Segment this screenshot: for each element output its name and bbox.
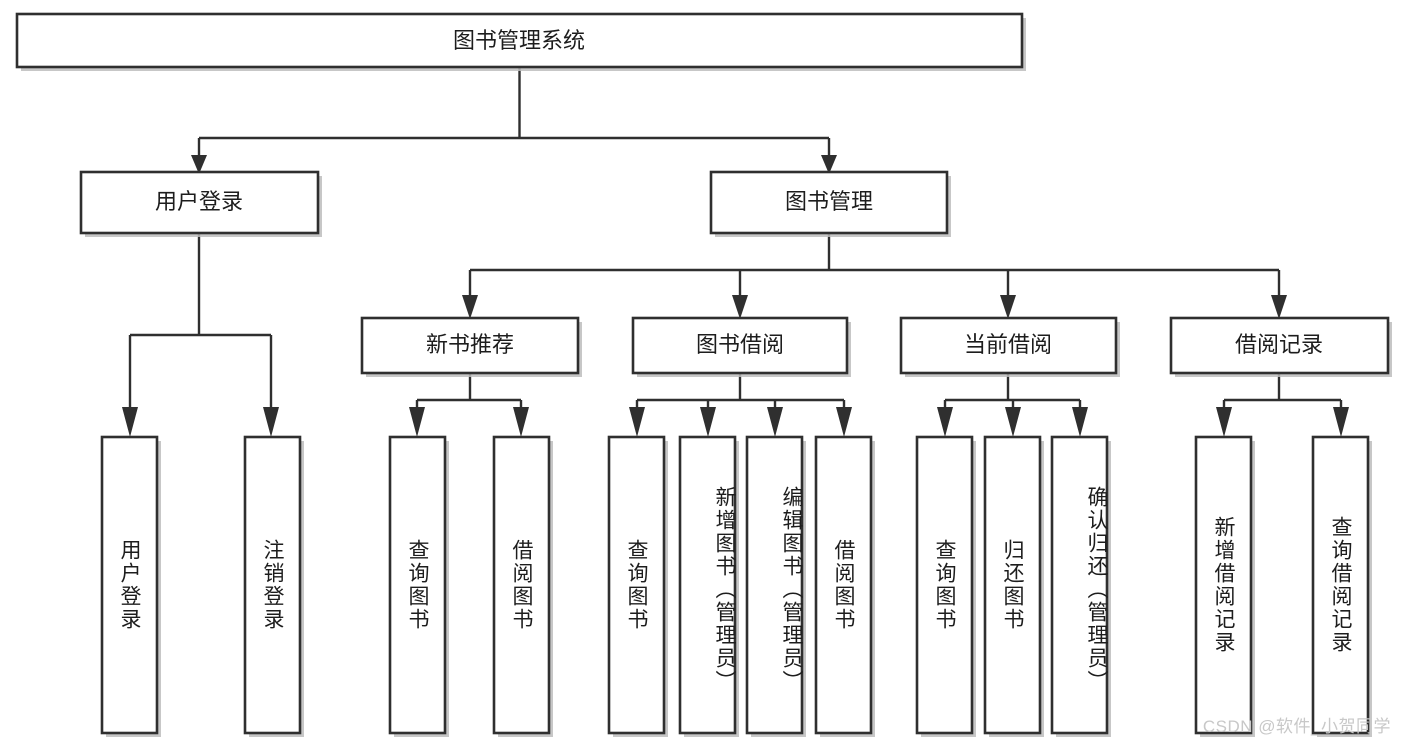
arrow-book-manage bbox=[821, 155, 837, 174]
node-root-box[interactable] bbox=[15, 12, 1024, 69]
node-borrow-record[interactable]: 借阅记录 bbox=[1169, 316, 1392, 377]
arrow-user-login bbox=[191, 155, 207, 174]
arrow-leaf-logout bbox=[263, 407, 279, 437]
edges-root-to-level2 bbox=[191, 67, 837, 174]
edges-book-borrow-to-leaves bbox=[629, 373, 852, 437]
node-new-book-rec[interactable]: 新书推荐 bbox=[360, 316, 582, 377]
node-borrow-record-label: 借阅记录 bbox=[1235, 332, 1323, 357]
leaf-add-record-box[interactable] bbox=[1194, 435, 1253, 735]
arrow-leaf-return-book bbox=[1005, 407, 1021, 437]
arrow-leaf-query-book-1 bbox=[409, 407, 425, 437]
arrow-book-borrow bbox=[732, 295, 748, 319]
edges-borrow-record-to-leaves bbox=[1216, 373, 1349, 437]
node-book-manage-box[interactable] bbox=[709, 170, 949, 235]
node-book-borrow[interactable]: 图书借阅 bbox=[631, 316, 851, 377]
node-current-borrow-box[interactable] bbox=[899, 316, 1118, 375]
leaf-add-book-box[interactable] bbox=[678, 435, 737, 735]
edges-user-login-to-leaves bbox=[122, 233, 279, 437]
node-user-login-label: 用户登录 bbox=[155, 189, 243, 214]
arrow-leaf-query-book-3 bbox=[937, 407, 953, 437]
leaf-confirm-return-box[interactable] bbox=[1050, 435, 1109, 735]
node-book-manage[interactable]: 图书管理 bbox=[709, 170, 951, 237]
node-root[interactable]: 图书管理系统 bbox=[15, 12, 1026, 71]
leaf-query-book-2-box[interactable] bbox=[607, 435, 666, 735]
leaf-query-book-3-box[interactable] bbox=[915, 435, 974, 735]
arrow-borrow-record bbox=[1271, 295, 1287, 319]
edges-new-book-rec-to-leaves bbox=[409, 373, 529, 437]
csdn-watermark: CSDN @软件_小贺同学 bbox=[1202, 717, 1391, 736]
leaf-return-book-box[interactable] bbox=[983, 435, 1042, 735]
arrow-leaf-edit-book bbox=[767, 407, 783, 437]
arrow-leaf-add-record bbox=[1216, 407, 1232, 437]
arrow-leaf-query-record bbox=[1333, 407, 1349, 437]
node-borrow-record-box[interactable] bbox=[1169, 316, 1390, 375]
arrow-leaf-confirm-return bbox=[1072, 407, 1088, 437]
arrow-leaf-query-book-2 bbox=[629, 407, 645, 437]
node-book-manage-label: 图书管理 bbox=[785, 189, 873, 214]
leaf-borrow-book-1-box[interactable] bbox=[492, 435, 551, 735]
arrow-current-borrow bbox=[1000, 295, 1016, 319]
leaf-query-record-box[interactable] bbox=[1311, 435, 1370, 735]
node-root-label: 图书管理系统 bbox=[453, 28, 585, 53]
leaf-logout-box[interactable] bbox=[243, 435, 302, 735]
node-user-login[interactable]: 用户登录 bbox=[79, 170, 322, 237]
leaf-user-login-box[interactable] bbox=[100, 435, 159, 735]
node-new-book-rec-box[interactable] bbox=[360, 316, 580, 375]
node-current-borrow[interactable]: 当前借阅 bbox=[899, 316, 1120, 377]
arrow-new-book-rec bbox=[462, 295, 478, 319]
leaf-edit-book-box[interactable] bbox=[745, 435, 804, 735]
leaf-borrow-book-2-box[interactable] bbox=[814, 435, 873, 735]
node-new-book-rec-label: 新书推荐 bbox=[426, 332, 514, 357]
edges-book-manage-to-level3 bbox=[462, 233, 1287, 319]
node-user-login-box[interactable] bbox=[79, 170, 320, 235]
node-current-borrow-label: 当前借阅 bbox=[964, 332, 1052, 357]
arrow-leaf-user-login bbox=[122, 407, 138, 437]
leaf-query-book-1-box[interactable] bbox=[388, 435, 447, 735]
edges-current-borrow-to-leaves bbox=[937, 373, 1088, 437]
node-book-borrow-box[interactable] bbox=[631, 316, 849, 375]
node-book-borrow-label: 图书借阅 bbox=[696, 332, 784, 357]
leaf-boxes bbox=[100, 435, 1372, 737]
arrow-leaf-add-book bbox=[700, 407, 716, 437]
arrow-leaf-borrow-book-2 bbox=[836, 407, 852, 437]
arrow-leaf-borrow-book-1 bbox=[513, 407, 529, 437]
